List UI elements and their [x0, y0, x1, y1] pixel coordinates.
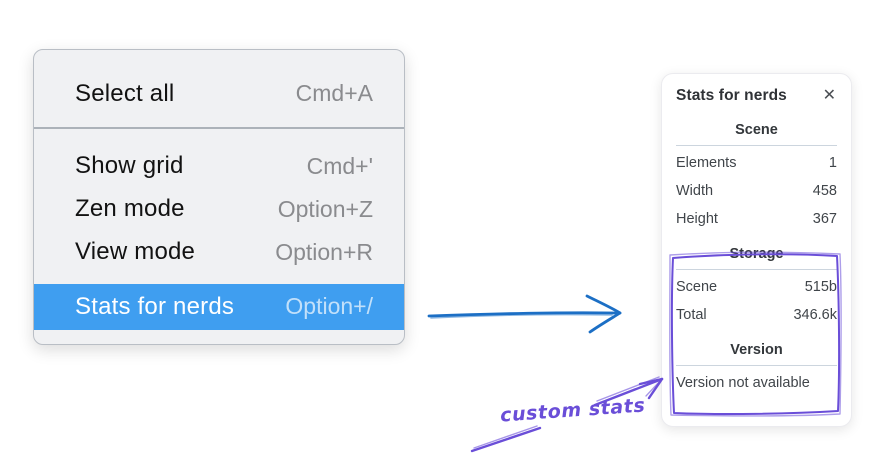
stat-row-total-size: Total 346.6k [676, 301, 837, 329]
menu-item-label: Select all [75, 79, 175, 107]
section-heading: Scene [735, 122, 778, 138]
menu-item-shortcut: Cmd+A [295, 80, 373, 106]
menu-item-label: Zen mode [75, 195, 185, 222]
section-divider [676, 365, 837, 366]
menu-section-top: Select all Cmd+A [34, 50, 404, 127]
close-icon[interactable]: ✕ [822, 87, 836, 104]
stat-value: 346.6k [793, 307, 837, 323]
stat-row-height: Height 367 [676, 205, 837, 233]
menu-item-stats-for-nerds[interactable]: Stats for nerds Option+/ [34, 283, 404, 330]
menu-divider [34, 127, 404, 129]
stat-label: Scene [676, 279, 718, 295]
annotation-label: custom stats [499, 394, 647, 427]
section-divider [676, 269, 837, 270]
menu-item-label: Stats for nerds [75, 292, 235, 320]
menu-item-shortcut: Option+/ [285, 293, 373, 319]
annotation-arrow [470, 376, 664, 453]
version-note: Version not available [676, 375, 810, 391]
pointer-arrow [427, 294, 622, 334]
stat-value: 458 [812, 183, 837, 199]
menu-item-label: Show grid [75, 152, 184, 179]
stat-row-scene-size: Scene 515b [676, 273, 837, 301]
stat-row-width: Width 458 [676, 177, 837, 205]
stats-section-scene: Scene Elements 1 Width 458 Height 367 [676, 122, 837, 233]
section-divider [676, 145, 837, 146]
stat-value: 1 [828, 155, 837, 171]
menu-item-shortcut: Cmd+' [306, 152, 373, 179]
stats-panel-title: Stats for nerds [676, 87, 787, 104]
stat-label: Width [676, 183, 714, 199]
stat-value: 367 [812, 211, 837, 227]
menu-item-select-all[interactable]: Select all Cmd+A [34, 60, 404, 127]
stat-label: Elements [676, 155, 737, 171]
stats-section-version: Version Version not available [676, 342, 837, 397]
stat-label: Total [676, 307, 707, 323]
stat-value: 515b [804, 279, 837, 295]
stats-panel: Stats for nerds ✕ Scene Elements 1 Width… [661, 73, 852, 427]
menu-spacer [34, 274, 404, 284]
menu-item-shortcut: Option+Z [277, 195, 373, 222]
menu-section-bottom: Show grid Cmd+' Zen mode Option+Z View m… [34, 129, 404, 330]
stat-label: Height [676, 211, 718, 227]
stat-row-elements: Elements 1 [676, 149, 837, 177]
menu-item-view-mode[interactable]: View mode Option+R [34, 231, 404, 274]
context-menu: Select all Cmd+A Show grid Cmd+' Zen mod… [33, 49, 405, 345]
menu-item-shortcut: Option+R [275, 238, 373, 265]
menu-item-label: View mode [75, 238, 196, 265]
stats-panel-header: Stats for nerds ✕ [676, 87, 837, 109]
section-heading: Version [730, 342, 783, 358]
menu-item-zen-mode[interactable]: Zen mode Option+Z [34, 188, 404, 231]
menu-item-show-grid[interactable]: Show grid Cmd+' [34, 145, 404, 188]
section-heading: Storage [729, 246, 784, 262]
stats-section-storage: Storage Scene 515b Total 346.6k [676, 246, 837, 329]
